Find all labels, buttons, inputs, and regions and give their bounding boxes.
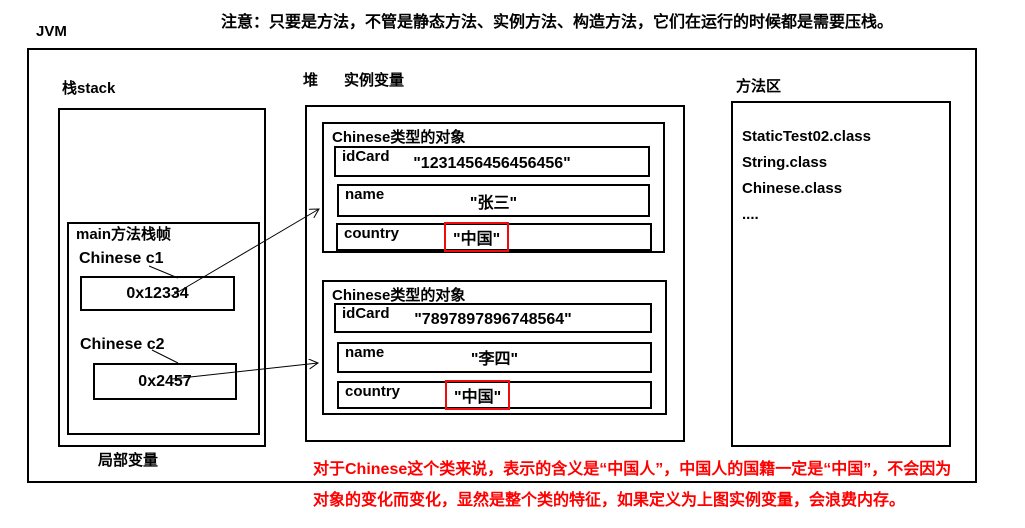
- object1-country-value: "中国": [453, 231, 501, 248]
- heap-object-1: Chinese类型的对象 idCard "1231456456456456" n…: [322, 122, 665, 253]
- var-c2-value: 0x2457: [138, 372, 192, 390]
- class-list-item: Chinese.class: [742, 180, 843, 197]
- jvm-label: JVM: [36, 23, 67, 40]
- var-c1-value-box: 0x12334: [80, 276, 235, 311]
- var-c1-name: Chinese c1: [79, 250, 164, 267]
- object2-country-field: country "中国": [337, 380, 652, 410]
- heap-title: 堆: [303, 72, 319, 89]
- object2-name-value: "李四": [470, 351, 519, 368]
- object1-idcard-field: idCard "1231456456456456": [334, 146, 650, 177]
- main-frame-box: [67, 222, 260, 435]
- var-c2-value-box: 0x2457: [93, 363, 237, 400]
- object2-idcard-value: "7897897896748564": [414, 311, 572, 328]
- jvm-outer-box: [27, 48, 977, 483]
- object1-idcard-label: idCard: [342, 148, 390, 165]
- class-list-item: ....: [742, 206, 759, 223]
- var-c1-value: 0x12334: [126, 284, 189, 302]
- object1-country-field: country "中国": [336, 222, 652, 252]
- object2-country-highlight-box: "中国": [445, 380, 511, 410]
- var-c2-name: Chinese c2: [80, 336, 165, 353]
- method-area-class-list: StaticTest02.class String.class Chinese.…: [742, 124, 871, 228]
- object1-name-value: "张三": [469, 195, 518, 212]
- object2-country-value: "中国": [454, 389, 502, 406]
- top-note-text: 注意：只要是方法，不管是静态方法、实例方法、构造方法，它们在运行的时候都是需要压…: [221, 14, 894, 31]
- heap-object-2-title: Chinese类型的对象: [332, 287, 466, 304]
- object2-idcard-label: idCard: [342, 305, 390, 322]
- main-frame-title: main方法栈帧: [76, 226, 172, 243]
- object1-country-highlight-box: "中国": [444, 222, 510, 252]
- object1-name-label: name: [345, 186, 385, 203]
- object1-name-field: name "张三": [337, 184, 650, 217]
- object2-name-label: name: [345, 344, 385, 361]
- bottom-note-line2: 对象的变化而变化，显然是整个类的特征，如果定义为上图实例变量，会浪费内存。: [313, 492, 906, 509]
- method-area-title: 方法区: [736, 78, 782, 95]
- object2-name-field: name "李四": [337, 342, 652, 373]
- object2-idcard-field: idCard "7897897896748564": [334, 303, 652, 333]
- heap-subtitle: 实例变量: [344, 72, 405, 89]
- method-area-box: [731, 101, 951, 447]
- object1-idcard-value: "1231456456456456": [413, 155, 571, 172]
- object2-country-label: country: [345, 383, 401, 400]
- bottom-note-line1: 对于Chinese这个类来说，表示的含义是“中国人”，中国人的国籍一定是“中国”…: [313, 461, 952, 478]
- heap-object-2: Chinese类型的对象 idCard "7897897896748564" n…: [322, 280, 667, 415]
- heap-object-1-title: Chinese类型的对象: [332, 129, 466, 146]
- stack-footer-label: 局部变量: [98, 452, 159, 469]
- object1-country-label: country: [344, 225, 400, 242]
- class-list-item: StaticTest02.class: [742, 128, 871, 145]
- stack-title: 栈stack: [62, 80, 116, 97]
- class-list-item: String.class: [742, 154, 828, 171]
